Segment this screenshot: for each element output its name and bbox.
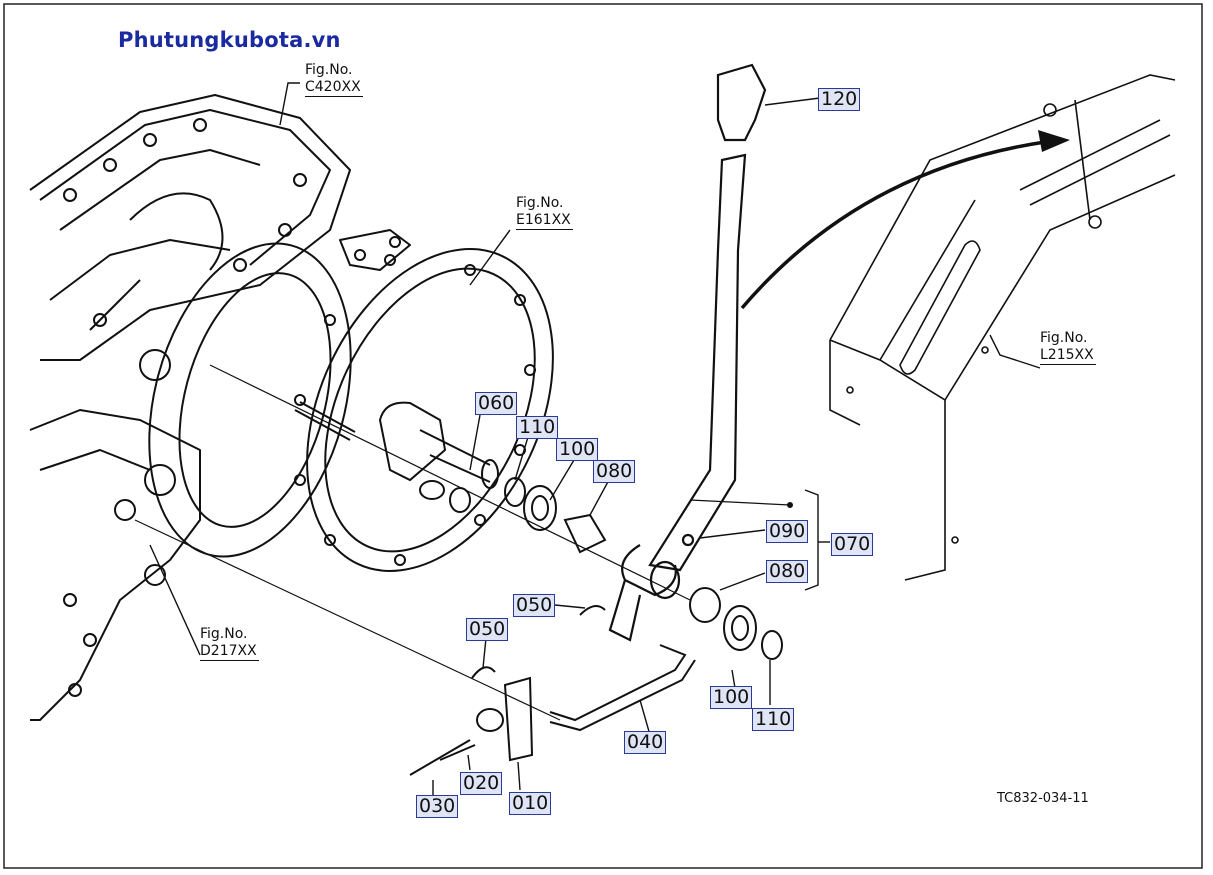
- fig-ref-e161[interactable]: Fig.No. E161XX: [516, 195, 573, 230]
- stud-drawing: [294, 401, 356, 441]
- fig-ref-d217[interactable]: Fig.No. D217XX: [200, 626, 259, 661]
- lever-drawing: [608, 63, 767, 642]
- washers-drawing: [504, 477, 783, 660]
- part-callout-120[interactable]: 120: [818, 88, 861, 111]
- part-callout-090[interactable]: 090: [766, 520, 809, 543]
- reference-dot: [787, 502, 793, 508]
- fig-ref-label: Fig.No.: [200, 626, 248, 642]
- panel-l215-drawing: [829, 74, 1176, 581]
- part-callout-100[interactable]: 100: [710, 686, 753, 709]
- part-callout-110[interactable]: 110: [516, 416, 559, 439]
- rod-040-drawing: [549, 644, 696, 732]
- fig-ref-label: Fig.No.: [1040, 330, 1088, 346]
- part-callout-020[interactable]: 020: [460, 772, 503, 795]
- drawing-code: TC832-034-11: [997, 791, 1089, 806]
- part-callout-050[interactable]: 050: [513, 594, 556, 617]
- part-callout-050[interactable]: 050: [466, 618, 509, 641]
- part-callout-080[interactable]: 080: [593, 460, 636, 483]
- fig-ref-code: D217XX: [200, 643, 259, 661]
- fig-ref-c420[interactable]: Fig.No. C420XX: [305, 62, 363, 97]
- fig-ref-label: Fig.No.: [516, 195, 564, 211]
- fig-ref-code: L215XX: [1040, 347, 1096, 365]
- clevis-drawing: [409, 605, 606, 776]
- part-callout-070[interactable]: 070: [831, 533, 874, 556]
- assembly-axis-lines: [134, 364, 791, 721]
- fig-ref-code: C420XX: [305, 79, 363, 97]
- part-callout-010[interactable]: 010: [509, 792, 552, 815]
- part-callout-040[interactable]: 040: [624, 731, 667, 754]
- part-callout-110[interactable]: 110: [752, 708, 795, 731]
- part-callout-060[interactable]: 060: [475, 392, 518, 415]
- fig-ref-code: E161XX: [516, 212, 573, 230]
- curved-arrow: [740, 130, 1070, 310]
- part-callout-100[interactable]: 100: [556, 438, 599, 461]
- fig-ref-label: Fig.No.: [305, 62, 353, 78]
- part-callout-080[interactable]: 080: [766, 560, 809, 583]
- part-callout-030[interactable]: 030: [416, 795, 459, 818]
- transmission-housing-drawing: [29, 94, 554, 721]
- drawing-border: [3, 3, 1203, 869]
- site-label[interactable]: Phutungkubota.vn: [118, 28, 341, 52]
- fig-ref-l215[interactable]: Fig.No. L215XX: [1040, 330, 1096, 365]
